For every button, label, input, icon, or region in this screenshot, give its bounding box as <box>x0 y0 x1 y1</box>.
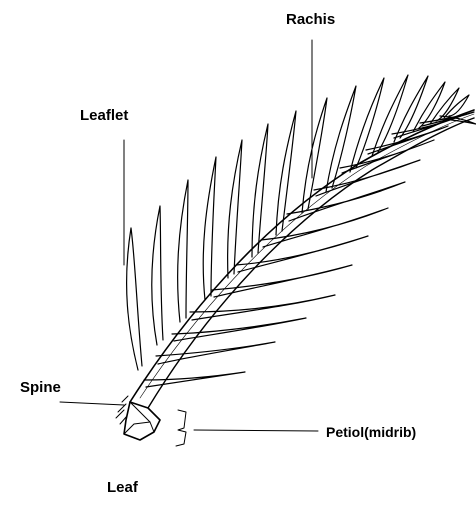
rachis-label: Rachis <box>286 12 335 27</box>
leaflet-label: Leaflet <box>80 108 128 123</box>
diagram-caption: Leaf <box>107 480 138 495</box>
leaflet <box>127 228 142 370</box>
petiol-label: Petiol(midrib) <box>326 425 416 439</box>
leaflet <box>252 124 268 257</box>
leaflet <box>203 157 216 300</box>
leaflet <box>144 372 245 387</box>
rachis <box>130 110 474 408</box>
spine-label: Spine <box>20 380 61 395</box>
spine-leader <box>60 402 124 405</box>
leaflet <box>261 208 388 247</box>
lower-leaflets <box>144 112 476 387</box>
leaflet <box>302 98 327 213</box>
upper-leaflets <box>127 75 469 370</box>
leaflet <box>228 140 242 278</box>
leaflet <box>276 111 296 235</box>
petiol-bracket <box>176 410 186 446</box>
petiol-leader <box>194 430 318 431</box>
leaflet <box>152 206 163 345</box>
leaflet <box>172 318 306 341</box>
leader-lines <box>60 40 318 431</box>
leaflet <box>156 342 275 364</box>
leaflet <box>178 180 188 322</box>
